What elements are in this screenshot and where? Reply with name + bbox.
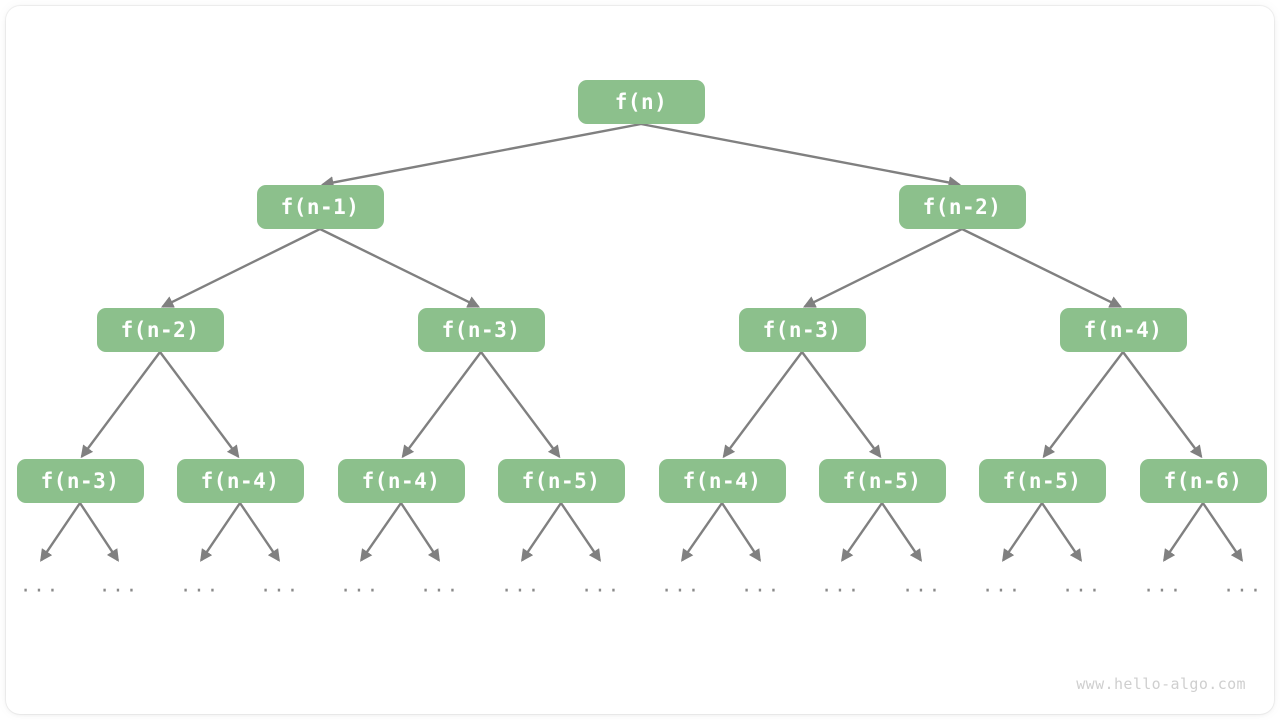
- tree-node: f(n-4): [337, 459, 465, 503]
- tree-node: f(n-6): [1139, 459, 1267, 503]
- tree-node: f(n-3): [417, 308, 545, 352]
- tree-node: f(n-2): [898, 185, 1026, 229]
- tree-node: f(n-3): [16, 459, 144, 503]
- ellipsis-node: ...: [179, 574, 221, 597]
- ellipsis-node: ...: [1142, 574, 1184, 597]
- ellipsis-node: ...: [820, 574, 862, 597]
- ellipsis-node: ...: [660, 574, 702, 597]
- ellipsis-node: ...: [339, 574, 381, 597]
- watermark-label: www.hello-algo.com: [1076, 675, 1246, 693]
- ellipsis-node: ...: [1222, 574, 1264, 597]
- tree-node: f(n-4): [176, 459, 304, 503]
- ellipsis-node: ...: [98, 574, 140, 597]
- tree-node: f(n-3): [738, 308, 866, 352]
- tree-node: f(n-5): [497, 459, 625, 503]
- ellipsis-node: ...: [740, 574, 782, 597]
- ellipsis-node: ...: [259, 574, 301, 597]
- tree-node: f(n-4): [1059, 308, 1187, 352]
- tree-node: f(n-4): [658, 459, 786, 503]
- tree-node: f(n-5): [978, 459, 1106, 503]
- ellipsis-node: ...: [419, 574, 461, 597]
- ellipsis-node: ...: [1061, 574, 1103, 597]
- tree-node: f(n): [577, 80, 705, 124]
- tree-node: f(n-5): [818, 459, 946, 503]
- ellipsis-node: ...: [19, 574, 61, 597]
- tree-node: f(n-2): [96, 308, 224, 352]
- ellipsis-node: ...: [981, 574, 1023, 597]
- ellipsis-node: ...: [901, 574, 943, 597]
- ellipsis-node: ...: [580, 574, 622, 597]
- ellipsis-node: ...: [500, 574, 542, 597]
- tree-node: f(n-1): [256, 185, 384, 229]
